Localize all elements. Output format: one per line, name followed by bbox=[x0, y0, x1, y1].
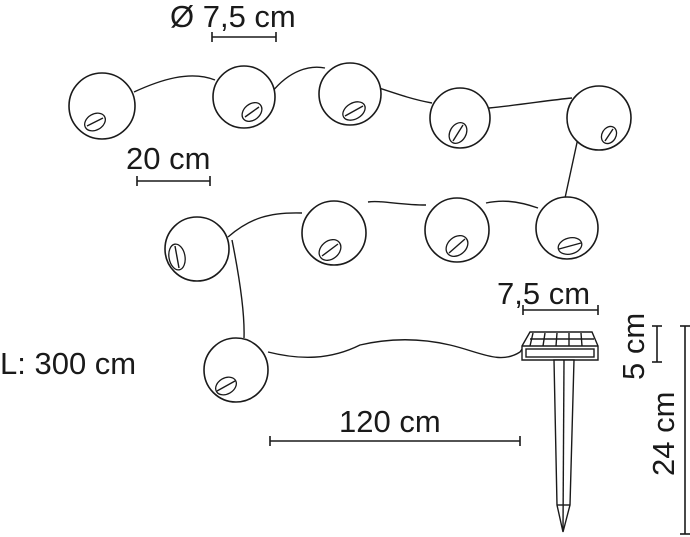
stake-height-label: 24 cm bbox=[646, 392, 681, 476]
bulb bbox=[212, 65, 276, 129]
panel-height-dimension: 5 cm bbox=[616, 313, 662, 380]
bulb-diameter-dimension: Ø 7,5 cm bbox=[170, 0, 296, 42]
bulb-diameter-label: Ø 7,5 cm bbox=[170, 0, 296, 34]
bulb-spacing-dimension: 20 cm bbox=[126, 141, 211, 186]
bulb bbox=[424, 197, 490, 263]
bulb bbox=[68, 72, 136, 140]
panel-width-dimension: 7,5 cm bbox=[497, 276, 599, 315]
light-string-wire bbox=[133, 66, 579, 359]
solar-panel bbox=[521, 331, 599, 361]
panel-height-label: 5 cm bbox=[616, 313, 651, 380]
bulb bbox=[535, 196, 599, 260]
bulb bbox=[566, 85, 632, 151]
ground-stake bbox=[553, 359, 575, 533]
stake-height-dimension: 24 cm bbox=[646, 325, 690, 535]
bulb bbox=[203, 337, 269, 403]
lead-cable-dimension: 120 cm bbox=[269, 404, 521, 446]
bulb bbox=[301, 200, 367, 266]
bulb bbox=[164, 216, 230, 282]
bulb-spacing-label: 20 cm bbox=[126, 141, 210, 176]
bulb bbox=[429, 87, 491, 149]
panel-width-label: 7,5 cm bbox=[497, 276, 590, 311]
total-length-label: L: 300 cm bbox=[0, 346, 136, 381]
lead-cable-label: 120 cm bbox=[339, 404, 441, 439]
bulb bbox=[318, 62, 382, 126]
